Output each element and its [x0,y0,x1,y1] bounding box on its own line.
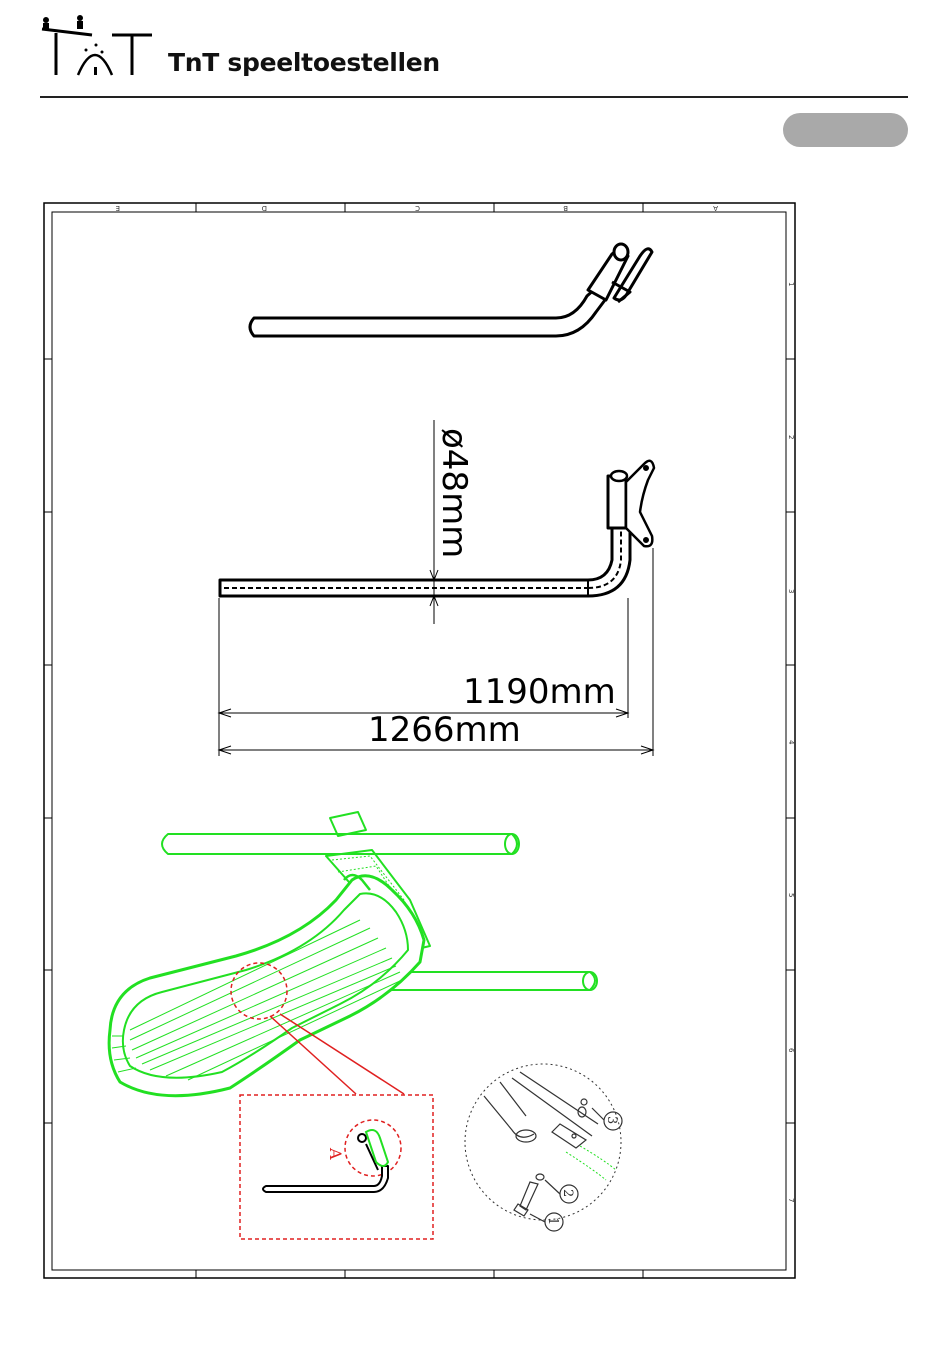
col-ref: D [262,204,267,212]
row-ref: 2 [787,435,795,439]
row-ref: 1 [787,282,795,286]
row-ref: 5 [787,893,795,897]
col-ref: E [116,204,120,212]
row-ref: 7 [787,1198,795,1202]
outer-length-label: 1266mm [368,710,521,750]
row-ref: 4 [787,740,795,745]
detail-label-a: A [326,1147,345,1160]
col-ref: B [563,204,568,212]
slide-assembly-view [109,812,597,1096]
part-number-2: 2 [560,1189,575,1197]
hardware-detail [465,1064,622,1231]
part-number-1: 1 [545,1217,560,1225]
frame-column-refs: E D C B A [116,204,718,212]
diameter-label: ø48mm [434,428,474,558]
row-ref: 6 [787,1048,795,1053]
col-ref: A [713,204,718,212]
frame-row-refs: 1 2 3 4 5 6 7 [787,282,795,1202]
inner-length-label: 1190mm [463,672,616,712]
part-number-3: 3 [604,1116,619,1124]
col-ref: C [415,204,420,212]
handle-side-view: ø48mm 1190mm 1266mm [219,420,654,756]
row-ref: 3 [787,589,795,593]
detail-bracket [366,1130,388,1166]
handle-perspective-view [250,244,652,336]
